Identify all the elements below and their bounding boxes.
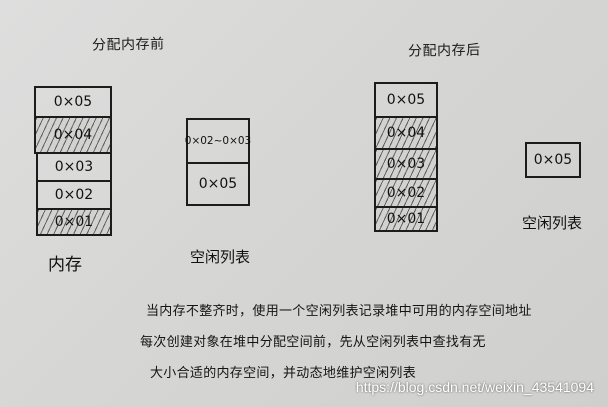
- memory-cell-0x02-after: 0×02: [374, 178, 438, 208]
- after-title: 分配内存后: [407, 42, 481, 60]
- memory-cell-0x03-before: 0×03: [36, 152, 112, 182]
- memory-cell-0x01-before: 0×01: [36, 208, 112, 236]
- note-line-1: 当内存不整齐时，使用一个空闲列表记录堆中可用的内存空间地址: [146, 304, 532, 319]
- memory-cell-0x01-after: 0×01: [374, 206, 438, 232]
- memory-cell-0x05-after: 0×05: [374, 82, 438, 118]
- free-list-entry-0x05-after: 0×05: [525, 142, 581, 178]
- note-line-3: 大小合适的内存空间，并动态地维护空闲列表: [150, 366, 417, 381]
- memory-cell-0x05-before: 0×05: [34, 86, 112, 118]
- watermark: https://blog.csdn.net/weixin_43541094: [355, 379, 594, 395]
- memory-cell-0x02-before: 0×02: [36, 180, 112, 210]
- before-title: 分配内存前: [91, 36, 165, 54]
- free-list-label-before: 空闲列表: [190, 248, 251, 266]
- note-line-2: 每次创建对象在堆中分配空间前，先从空闲列表中查找有无: [140, 335, 486, 350]
- free-list-entry-0x05-before: 0×05: [186, 162, 250, 206]
- memory-cell-0x04-after: 0×04: [374, 116, 438, 150]
- free-list-label-after: 空闲列表: [522, 214, 583, 232]
- free-list-entry-0x02-0x03: 0×02~0×03: [185, 118, 251, 164]
- memory-label: 内存: [48, 255, 82, 275]
- memory-cell-0x04-before: 0×04: [34, 116, 112, 154]
- memory-cell-0x03-after: 0×03: [374, 148, 438, 180]
